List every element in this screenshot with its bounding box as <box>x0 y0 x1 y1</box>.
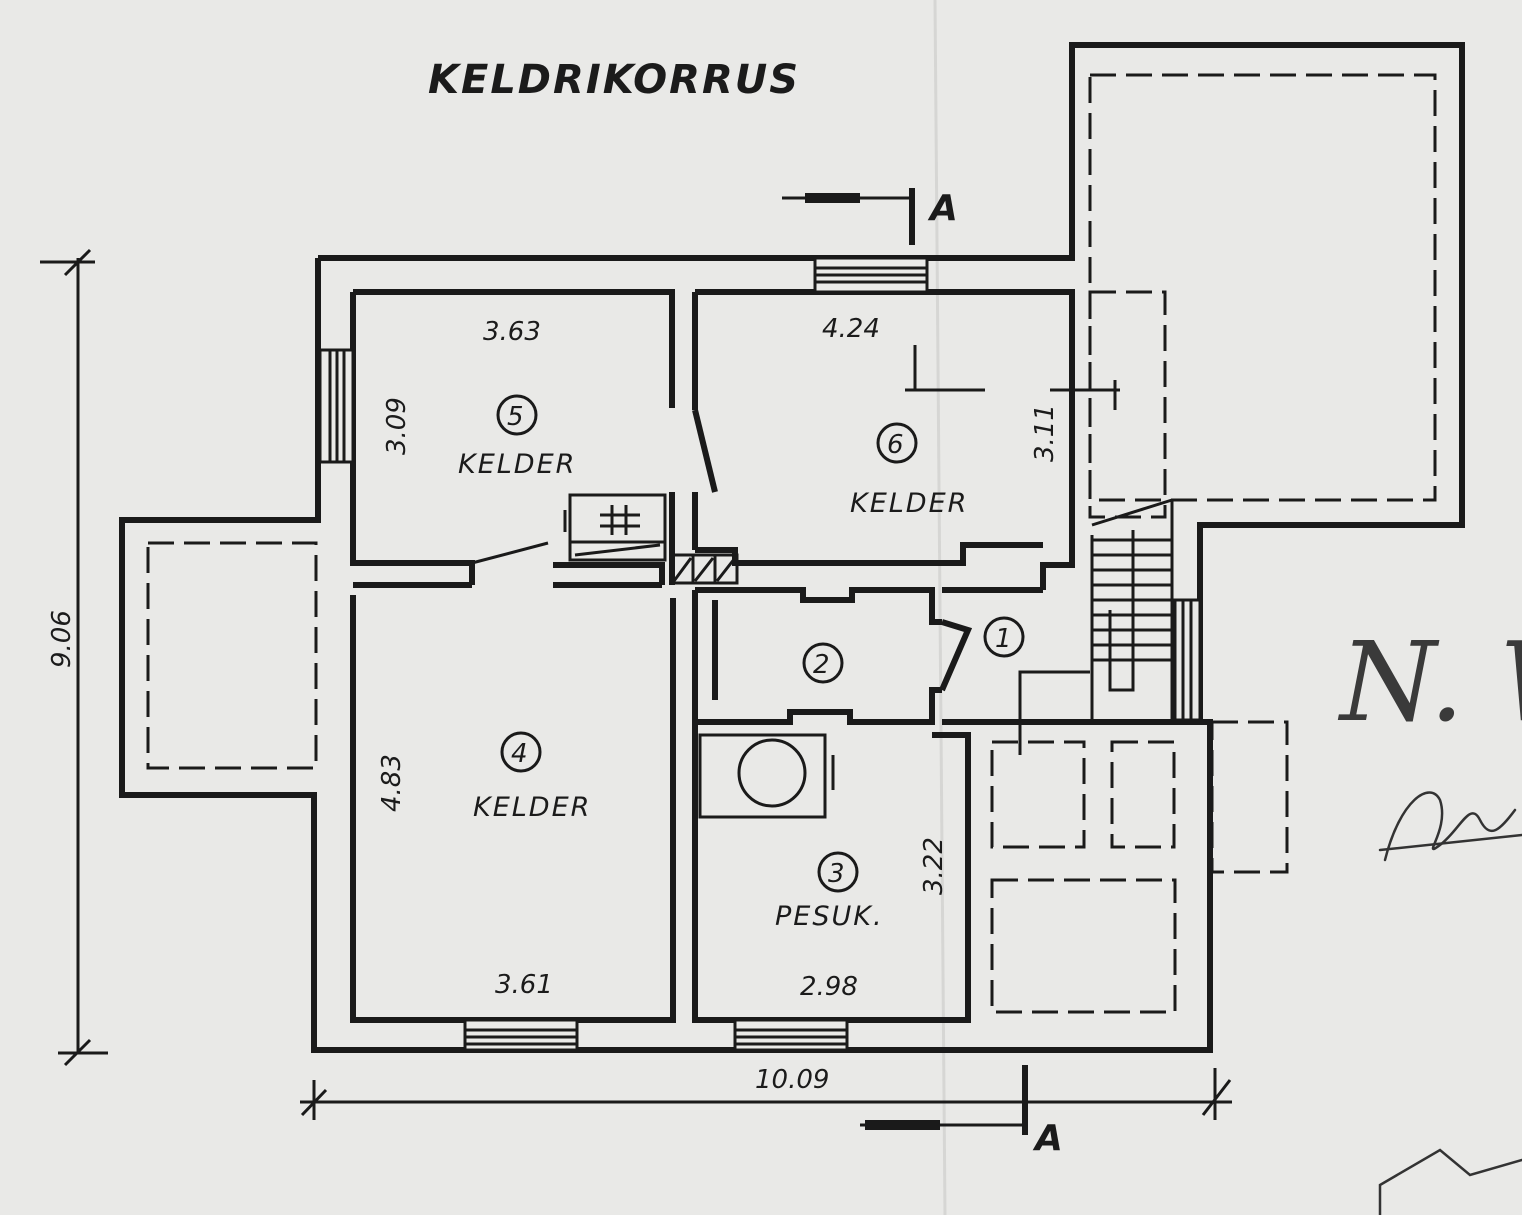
dimension-line-horizontal <box>300 1068 1232 1120</box>
dim-room4-width: 3.61 <box>495 970 553 1000</box>
room-4-number: 4 <box>511 739 528 769</box>
dim-room6-width: 4.24 <box>822 314 880 344</box>
room-6: 6 KELDER <box>850 422 968 519</box>
window-east-stair <box>1173 598 1202 722</box>
room-1: 1 <box>983 616 1025 658</box>
dashed-outlines <box>146 73 1437 1014</box>
windows <box>318 256 1202 1052</box>
signature-strike <box>1378 833 1522 852</box>
room-6-name: KELDER <box>850 488 968 519</box>
room-2-number: 2 <box>813 650 830 680</box>
handwritten-initials: N. W <box>1337 618 1522 746</box>
staircase <box>1018 498 1173 755</box>
door-room1 <box>939 619 973 692</box>
room-3: 3 PESUK. <box>775 851 884 932</box>
dim-room3-depth: 3.22 <box>919 837 949 895</box>
section-label-bottom: A <box>1032 1118 1063 1159</box>
room-5-name: KELDER <box>458 449 576 480</box>
window-south-room4 <box>463 1018 579 1052</box>
room-5-number: 5 <box>507 402 524 432</box>
dimension-line-vertical <box>40 248 108 1067</box>
room-5: 5 KELDER <box>458 394 576 480</box>
room-2: 2 <box>802 642 844 684</box>
doors <box>471 409 973 692</box>
room-3-name: PESUK. <box>775 901 884 932</box>
handwritten-sketch <box>1378 1148 1522 1215</box>
dim-overall-width: 10.09 <box>755 1065 829 1095</box>
section-label-top: A <box>927 188 958 229</box>
room-4-name: KELDER <box>473 792 591 823</box>
window-west-room5 <box>318 348 355 464</box>
dim-room5-depth: 3.09 <box>382 397 412 455</box>
outer-walls <box>119 42 1465 1053</box>
paper-fold-line <box>933 0 947 1215</box>
room-4: 4 KELDER <box>473 731 591 823</box>
section-mark-bottom: A <box>860 1065 1063 1159</box>
room-3-number: 3 <box>828 859 845 889</box>
section-line-interior <box>905 345 1120 410</box>
handwritten-signature <box>1383 791 1517 862</box>
room-1-number: 1 <box>995 624 1012 654</box>
window-south-room3 <box>733 1018 849 1052</box>
handwritten-note: N. W <box>1337 618 1522 1215</box>
window-north <box>813 256 929 294</box>
door-room6 <box>692 409 718 493</box>
stove <box>698 733 835 819</box>
dim-room6-depth: 3.11 <box>1030 404 1060 462</box>
dim-room5-width: 3.63 <box>483 317 541 347</box>
dim-overall-height: 9.06 <box>47 610 77 668</box>
dim-room3-width: 2.98 <box>800 972 858 1002</box>
chimney-block <box>563 493 667 562</box>
door-room4 <box>471 541 549 565</box>
section-mark-top: A <box>782 188 958 245</box>
dim-room4-depth: 4.83 <box>377 754 407 812</box>
plan-title: KELDRIKORRUS <box>428 57 800 103</box>
room-6-number: 6 <box>887 430 904 460</box>
vent-ducts <box>670 553 739 585</box>
